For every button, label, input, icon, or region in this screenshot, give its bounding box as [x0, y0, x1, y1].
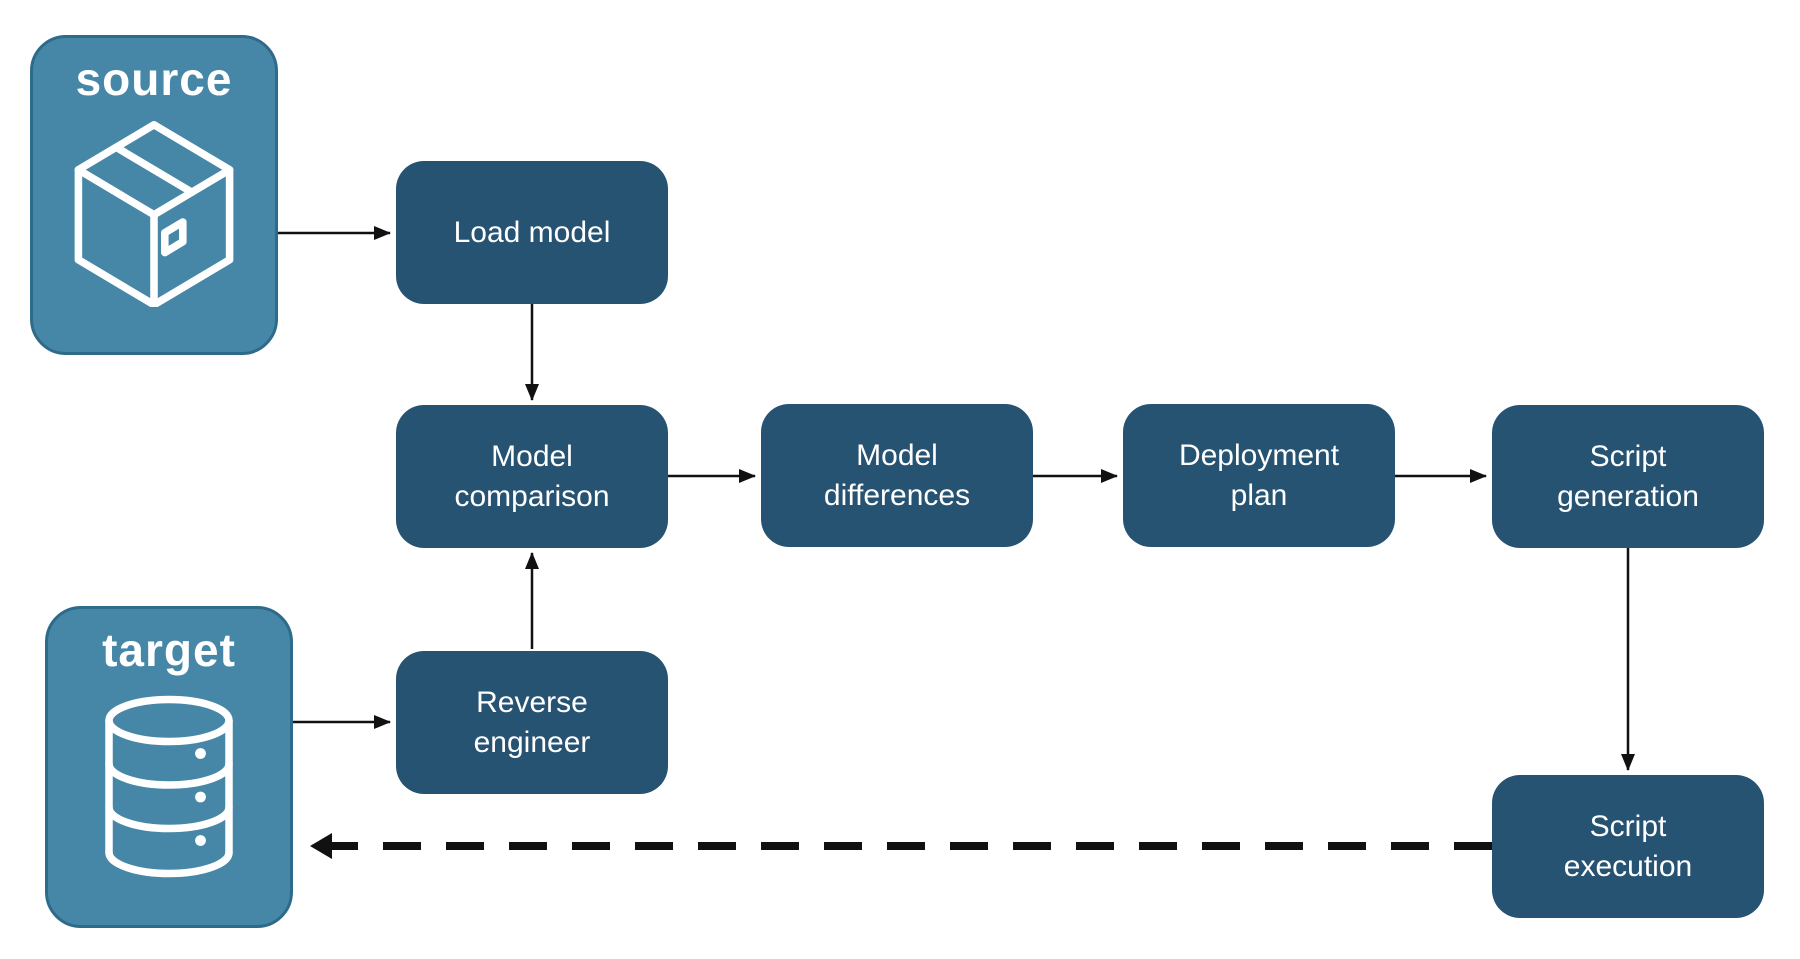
source-label: source	[75, 53, 233, 105]
node-model-comparison-label: Model comparison	[454, 439, 610, 513]
node-load-model: Load model	[396, 161, 668, 304]
database-icon	[105, 695, 233, 877]
node-reverse-engineer: Reverse engineer	[396, 651, 668, 794]
package-icon	[74, 120, 234, 307]
node-deployment-plan: Deployment plan	[1123, 404, 1395, 547]
node-load-model-label: Load model	[453, 215, 611, 249]
node-script-generation-label: Script generation	[1557, 439, 1699, 513]
node-script-execution-label: Script execution	[1563, 809, 1693, 883]
target-node: target	[45, 606, 293, 928]
node-script-generation: Script generation	[1492, 405, 1764, 548]
source-node: source	[30, 35, 278, 355]
node-deployment-plan-label: Deployment plan	[1178, 438, 1340, 512]
target-label: target	[102, 624, 236, 676]
node-reverse-engineer-label: Reverse engineer	[473, 685, 591, 759]
node-script-execution: Script execution	[1492, 775, 1764, 918]
node-model-differences: Model differences	[761, 404, 1033, 547]
node-model-comparison: Model comparison	[396, 405, 668, 548]
node-model-differences-label: Model differences	[823, 438, 971, 512]
